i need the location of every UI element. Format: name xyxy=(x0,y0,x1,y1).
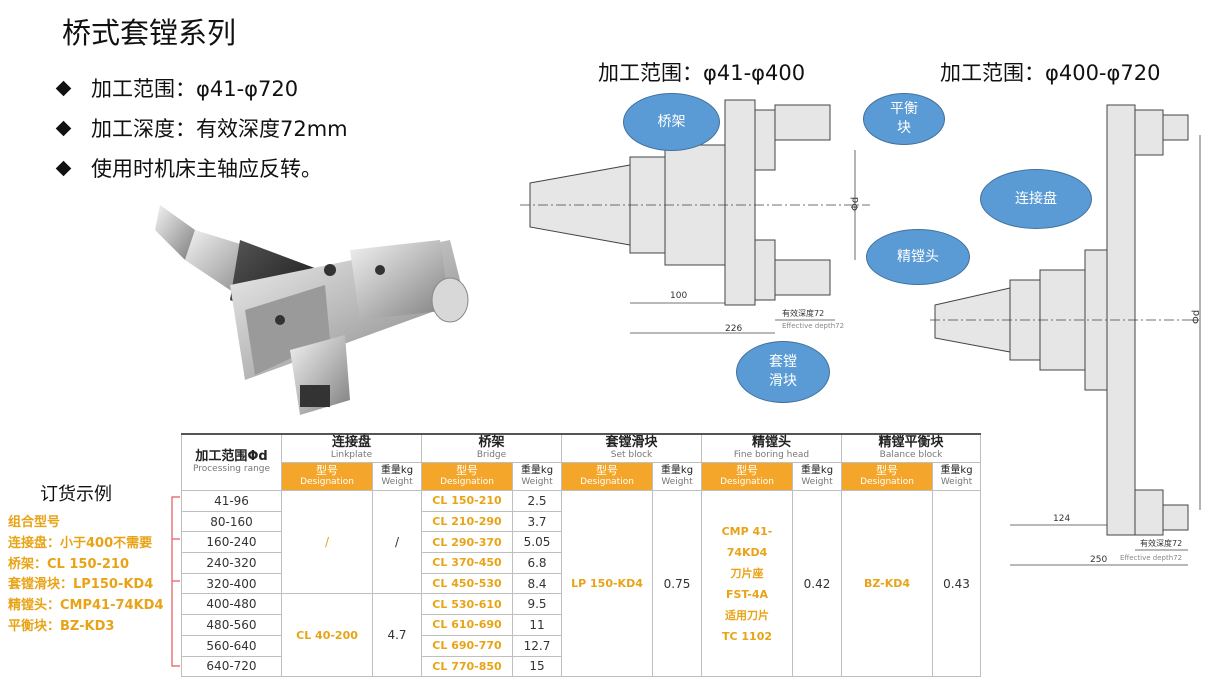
table-row: 80-160 CL 210-290 3.7 xyxy=(181,510,981,533)
feature-list: 加工范围：φ41-φ720 加工深度：有效深度72mm 使用时机床主轴应反转。 xyxy=(52,68,348,188)
order-line: 套镗滑块：LP150-KD4 xyxy=(8,577,154,593)
linkplate-none-model: / xyxy=(281,489,373,595)
page-title: 桥式套镗系列 xyxy=(62,16,237,50)
large-tool-drawing: 124 250 有效深度72 Effective depth72 Φd xyxy=(930,104,1202,566)
dim-100: 100 xyxy=(670,291,687,301)
setblock-model: LP 150-KD4 xyxy=(561,489,653,678)
table-row: 160-240 CL 290-370 5.05 xyxy=(181,531,981,554)
callout-fine-head: 精镗头 xyxy=(866,229,970,285)
callout-linkplate: 连接盘 xyxy=(980,169,1092,229)
feature-item: 加工深度：有效深度72mm xyxy=(52,108,348,148)
feature-item: 使用时机床主轴应反转。 xyxy=(52,148,348,188)
table-row: 320-400 CL 450-530 8.4 xyxy=(181,572,981,595)
depth-cn: 有效深度72 xyxy=(782,308,824,318)
dim-diameter: Φd xyxy=(1191,310,1202,324)
dim-226: 226 xyxy=(725,324,742,334)
order-line: 组合型号 xyxy=(8,515,61,530)
dim-124: 124 xyxy=(1053,514,1070,524)
order-lines: 组合型号 连接盘：小于400不需要 桥架：CL 150-210 套镗滑块：LP1… xyxy=(8,511,164,636)
linkplate-none-weight: / xyxy=(372,489,422,595)
callout-slide: 套镗 滑块 xyxy=(736,341,830,403)
finehead-weight: 0.42 xyxy=(792,489,842,678)
order-bracket xyxy=(171,496,180,667)
order-line: 平衡块：BZ-KD3 xyxy=(8,618,115,634)
table-row: 560-640 CL 690-770 12.7 xyxy=(181,634,981,657)
balance-weight: 0.43 xyxy=(932,489,981,678)
callout-bridge: 桥架 xyxy=(623,93,720,151)
depth-en: Effective depth72 xyxy=(1120,554,1182,562)
table-row: 41-96 / / CL 150-210 2.5 LP 150-KD4 0.75… xyxy=(181,489,981,678)
order-line: 精镗头：CMP41-74KD4 xyxy=(8,598,164,614)
small-range-title: 加工范围：φ41-φ400 xyxy=(598,61,806,85)
feature-item: 加工范围：φ41-φ720 xyxy=(52,68,348,108)
linkplate-weight: 4.7 xyxy=(372,593,422,678)
table-row: 400-480 CL 40-200 4.7 CL 530-610 9.5 xyxy=(181,593,981,678)
order-line: 连接盘：小于400不需要 xyxy=(8,535,153,551)
dim-250: 250 xyxy=(1090,555,1107,565)
linkplate-model: CL 40-200 xyxy=(281,593,373,678)
finehead-model: CMP 41-74KD4 刀片座 FST-4A 适用刀片 TC 1102 xyxy=(701,489,793,678)
dim-diameter: Φd xyxy=(850,197,861,211)
order-title: 订货示例 xyxy=(40,484,112,505)
depth-en: Effective depth72 xyxy=(782,322,844,330)
diamond-bullet-icon xyxy=(55,160,72,176)
large-range-title: 加工范围：φ400-φ720 xyxy=(940,61,1161,85)
product-photo xyxy=(155,205,469,415)
callout-balance: 平衡 块 xyxy=(863,93,945,145)
order-line: 桥架：CL 150-210 xyxy=(8,556,130,572)
small-tool-drawing: 100 226 有效深度72 Effective depth72 Φd xyxy=(520,99,870,334)
table-row: 640-720 CL 770-850 15 xyxy=(181,655,981,678)
setblock-weight: 0.75 xyxy=(652,489,702,678)
diamond-bullet-icon xyxy=(55,120,72,136)
diamond-bullet-icon xyxy=(55,80,72,96)
balance-model: BZ-KD4 xyxy=(841,489,933,678)
depth-cn: 有效深度72 xyxy=(1140,538,1182,548)
